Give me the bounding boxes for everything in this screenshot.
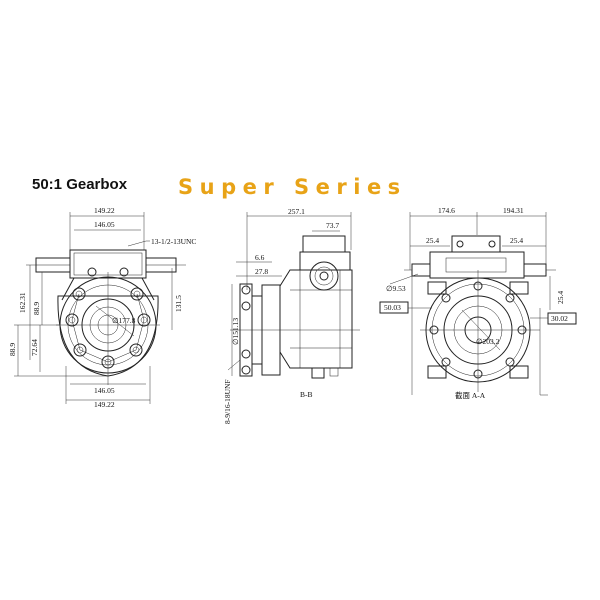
rear-circle-dim: ∅203.2 <box>476 337 500 346</box>
side-dim-a: 6.6 <box>255 253 265 262</box>
side-section-label: B-B <box>300 390 313 399</box>
series-title: Super Series <box>178 175 407 199</box>
front-circle-dim: ∅177.8 <box>112 316 136 325</box>
side-dim-small: 73.7 <box>326 221 339 230</box>
rear-shaft-dia: ∅9.53 <box>386 284 406 293</box>
front-thread-note: 13-1/2-13UNC <box>151 237 196 246</box>
dim-left-a: 88.9 <box>8 343 17 356</box>
front-view: 149.22 146.05 13-1/2-13UNC <box>8 206 196 409</box>
side-dim-total: 257.1 <box>288 207 305 216</box>
rear-side-vertical: 25.4 <box>556 291 565 304</box>
dim-top-inner: 146.05 <box>94 220 115 229</box>
dim-left-upper: 162.31 <box>18 292 27 313</box>
rear-shaft-right: 25.4 <box>510 236 523 245</box>
rear-dim-top-right: 194.31 <box>503 206 524 215</box>
dim-bottom-inner: 146.05 <box>94 386 115 395</box>
side-thread-note: 8-9/16-18UNF <box>223 379 232 424</box>
rear-view: 174.6 194.31 25.4 25.4 ∅9.53 25.4 <box>379 206 577 400</box>
side-dim-b: 27.8 <box>255 267 268 276</box>
rear-section-label: 截面 A-A <box>455 390 486 400</box>
rear-box-right: 30.02 <box>551 314 568 323</box>
dim-left-b: 72.64 <box>30 339 39 356</box>
dim-left-mid: 88.9 <box>32 302 41 315</box>
dim-right: 131.5 <box>174 295 183 312</box>
diagram-title: 50:1 Gearbox <box>32 176 128 193</box>
rear-dim-top-left: 174.6 <box>438 206 455 215</box>
side-view: 257.1 73.7 6.6 27.8 ∅151.13 <box>223 207 360 424</box>
dim-top-outer: 149.22 <box>94 206 115 215</box>
dim-bottom-outer: 149.22 <box>94 400 115 409</box>
side-flange-dim: ∅151.13 <box>231 318 240 345</box>
rear-shaft-left: 25.4 <box>426 236 439 245</box>
rear-box-left: 50.03 <box>384 303 401 312</box>
